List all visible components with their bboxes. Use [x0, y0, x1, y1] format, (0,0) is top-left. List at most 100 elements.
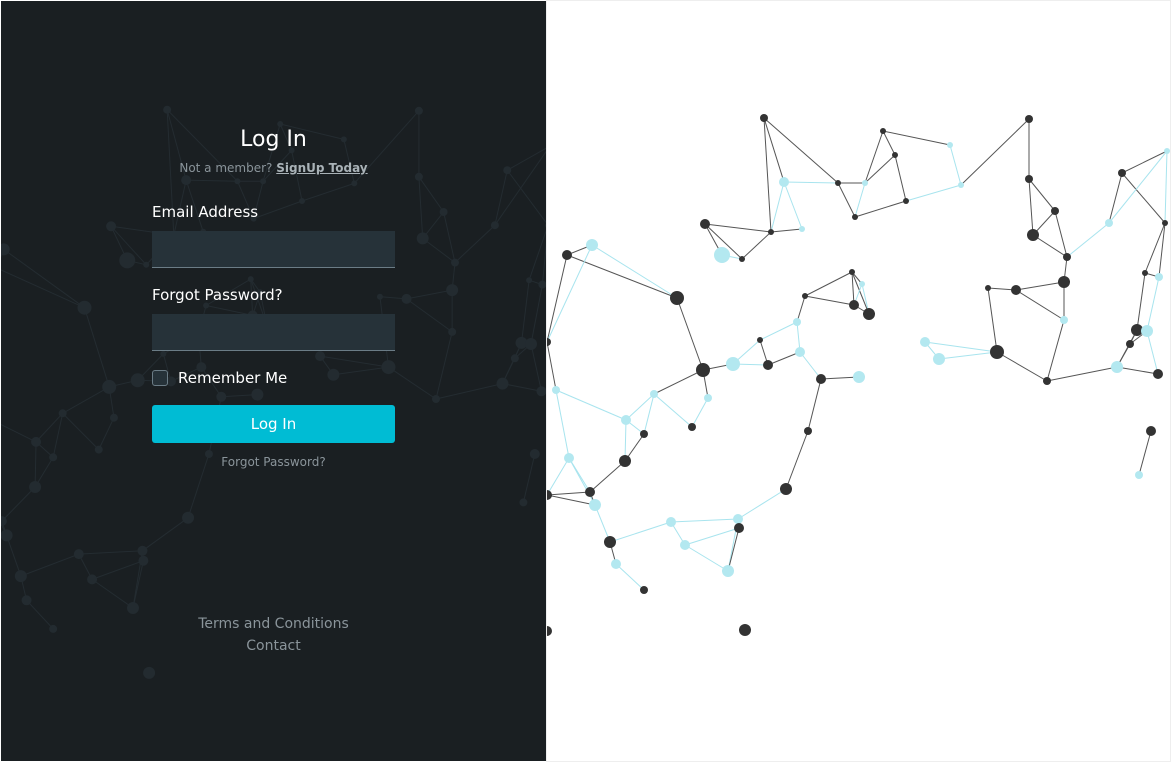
network-node: [799, 226, 805, 232]
network-node: [143, 261, 150, 268]
network-edge: [924, 341, 998, 353]
network-edge: [767, 351, 801, 366]
network-node: [670, 291, 684, 305]
network-edge: [566, 254, 678, 299]
network-edge: [804, 295, 855, 306]
network-node: [990, 345, 1004, 359]
network-edge: [804, 271, 853, 297]
network-edge: [253, 181, 264, 219]
network-edge: [142, 517, 189, 552]
network-edge: [250, 279, 254, 316]
forgot-password-link[interactable]: Forgot Password?: [221, 455, 326, 469]
network-edge: [6, 535, 22, 577]
network-node: [700, 219, 710, 229]
network-edge: [435, 383, 503, 400]
network-node: [182, 511, 195, 524]
network-node: [585, 487, 595, 497]
network-edge: [221, 394, 258, 398]
network-node: [451, 258, 459, 267]
network-edge: [530, 284, 543, 345]
network-node: [696, 363, 710, 377]
network-edge: [1121, 150, 1168, 174]
network-edge: [422, 237, 456, 264]
network-node: [763, 360, 773, 370]
network-node: [416, 232, 429, 245]
network-node: [538, 280, 546, 289]
network-edge: [3, 248, 85, 309]
network-edge: [353, 110, 420, 184]
footer-links: Terms and Conditions Contact: [1, 613, 546, 657]
network-node: [165, 376, 176, 387]
network-edge: [435, 331, 453, 400]
network-edge: [785, 430, 809, 490]
network-node: [351, 180, 358, 187]
network-edge: [541, 241, 546, 285]
network-node: [849, 300, 859, 310]
network-edge: [262, 150, 292, 182]
network-node: [804, 427, 812, 435]
network-node: [545, 223, 546, 228]
network-node: [102, 379, 117, 394]
network-edge: [173, 179, 187, 236]
network-node: [604, 536, 616, 548]
network-edge: [783, 181, 839, 184]
contact-link[interactable]: Contact: [246, 638, 301, 654]
network-edge: [1015, 281, 1065, 291]
network-node: [439, 208, 448, 216]
network-node: [216, 391, 227, 402]
network-node: [119, 252, 136, 269]
network-edge: [91, 578, 134, 609]
network-node: [562, 250, 572, 260]
network-node: [340, 136, 347, 143]
network-edge: [1, 486, 36, 522]
network-node: [1118, 169, 1126, 177]
password-label: Forgot Password?: [152, 286, 283, 304]
email-field[interactable]: [152, 231, 395, 268]
network-node: [1164, 148, 1170, 154]
network-edge: [132, 560, 144, 609]
network-node: [1135, 471, 1143, 479]
signup-link[interactable]: SignUp Today: [276, 161, 368, 175]
network-node: [958, 182, 964, 188]
network-node: [126, 602, 139, 614]
network-edge: [851, 271, 855, 306]
terms-link[interactable]: Terms and Conditions: [198, 616, 349, 632]
network-edge: [52, 413, 64, 458]
network-node: [510, 354, 519, 363]
network-edge: [547, 341, 557, 391]
network-edge: [91, 560, 144, 580]
remember-me[interactable]: Remember Me: [152, 369, 395, 387]
network-node: [49, 453, 58, 462]
network-node: [503, 166, 512, 175]
network-node: [1153, 369, 1163, 379]
network-node: [299, 198, 306, 204]
network-edge: [854, 200, 907, 218]
network-edge: [522, 453, 536, 503]
remember-me-label: Remember Me: [178, 369, 288, 387]
login-button[interactable]: Log In: [152, 405, 395, 443]
network-edge: [1144, 222, 1166, 274]
network-node: [519, 498, 528, 507]
network-node: [640, 430, 648, 438]
network-node: [768, 229, 774, 235]
network-node: [251, 388, 264, 401]
network-edge: [615, 563, 645, 591]
network-edge: [547, 244, 593, 343]
network-node: [77, 300, 92, 315]
network-node: [802, 293, 808, 299]
password-field[interactable]: [152, 314, 395, 351]
remember-me-checkbox[interactable]: [152, 370, 168, 386]
network-node: [1162, 220, 1168, 226]
network-node: [106, 221, 117, 232]
network-node: [515, 336, 528, 349]
network-node: [204, 450, 213, 458]
not-member-text: Not a member?: [179, 161, 273, 175]
network-edge: [960, 118, 1030, 186]
network-edge: [454, 224, 496, 263]
network-edge: [166, 109, 187, 181]
network-edge: [1046, 366, 1118, 382]
page-title: Log In: [240, 127, 307, 152]
network-edge: [555, 389, 627, 421]
network-edge: [418, 176, 424, 239]
network-edge: [1, 269, 85, 309]
